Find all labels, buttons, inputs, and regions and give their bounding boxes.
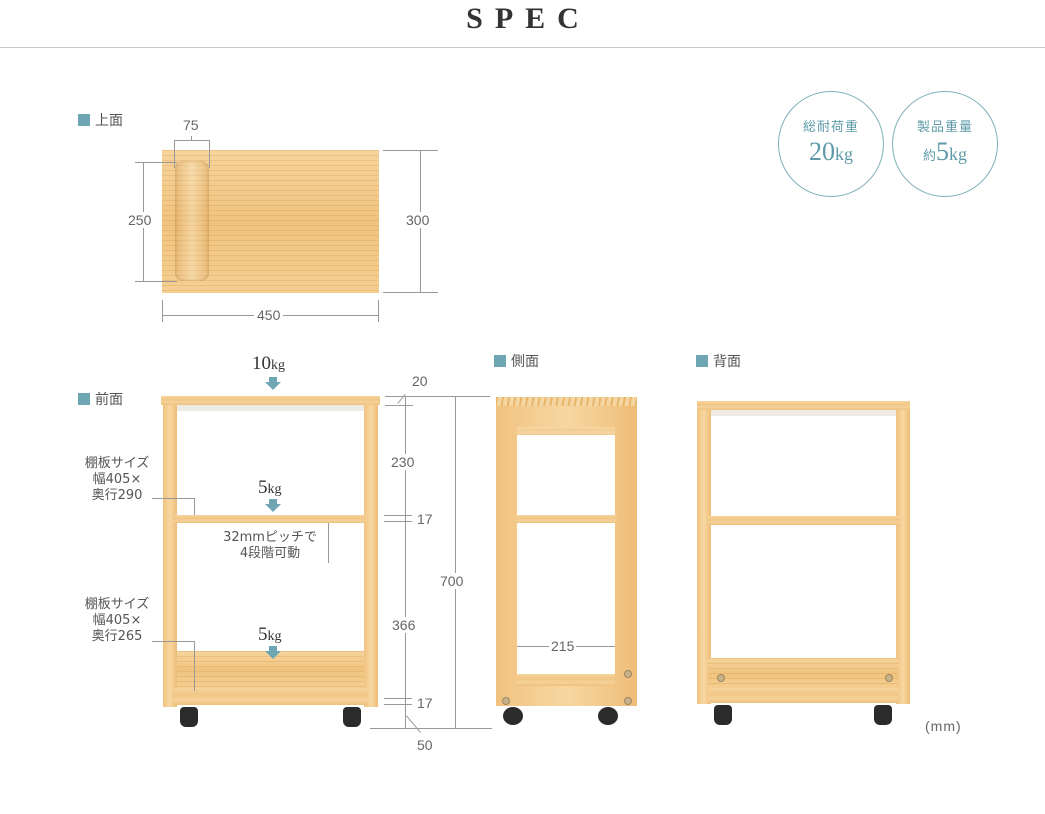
front-right-leg [364,405,378,707]
total-load-value: 20kg [809,137,853,166]
dim-caster-height: 50 [417,737,433,753]
caster-icon [874,705,892,725]
section-marker-icon [696,355,708,367]
load-middle: 5kg [258,477,282,498]
dim-inner-width: 215 [549,638,577,654]
back-middle-shelf [707,516,900,525]
back-bottom-rail [708,688,898,703]
back-top-board [697,401,910,410]
dim-line [378,300,379,322]
leader-line [152,498,194,499]
screw-icon [885,674,893,682]
caster-icon [598,707,618,725]
leader-line [194,498,195,515]
unit-note: (mm) [925,718,962,734]
load-top: 10kg [252,353,285,374]
front-middle-shelf [174,515,367,523]
screw-icon [502,697,510,705]
leader-line [194,641,195,691]
section-marker-icon [78,114,90,126]
side-middle-shelf [515,515,617,523]
caster-icon [503,707,523,725]
dim-line [191,136,192,140]
top-shadow [708,410,898,416]
dim-line [384,515,412,516]
dim-total-height: 700 [440,573,464,589]
dim-shelf-thickness-2: 17 [417,695,433,711]
back-right-leg [896,410,910,704]
dim-upper-gap: 230 [391,454,415,470]
down-arrow-icon [265,646,281,659]
total-load-label: 総耐荷重 [802,120,859,135]
front-top-board [161,396,380,405]
dim-depth: 300 [405,212,431,228]
screw-icon [717,674,725,682]
dim-lower-gap: 366 [392,617,416,633]
lower-shelf-size-note: 棚板サイズ 幅405× 奥行265 [84,597,150,644]
dim-line [455,396,456,729]
dim-line [174,140,210,141]
dim-shelf-thickness-1: 17 [417,511,433,527]
caster-icon [343,707,361,727]
adjustable-shelf-note: 32mmピッチで 4段階可動 [223,530,317,561]
leader-line [152,641,194,642]
top-view-board [162,150,379,293]
front-bottom-shelf [173,688,368,705]
dim-line [384,521,412,522]
back-left-leg [697,410,711,704]
side-view-label: 側面 [494,351,539,371]
section-marker-icon [78,393,90,405]
dim-line [406,715,421,733]
dim-top-thickness: 20 [412,373,428,389]
caster-icon [180,707,198,727]
top-shadow [172,405,369,411]
front-view-label: 前面 [78,389,123,409]
top-view-label: 上面 [78,110,123,130]
caster-icon [714,705,732,725]
title-divider [0,47,1045,48]
product-weight-label: 製品重量 [916,120,973,135]
total-load-badge: 総耐荷重 20kg [778,91,884,197]
down-arrow-icon [265,499,281,512]
dim-line [384,704,412,705]
side-top-rail [517,427,615,435]
back-bottom-panel [708,658,898,689]
side-top-board [496,397,637,406]
top-view-slot [175,161,209,281]
dim-line [384,698,412,699]
section-marker-icon [494,355,506,367]
page-title: SPEC [466,2,591,35]
upper-shelf-size-note: 棚板サイズ 幅405× 奥行290 [84,456,150,503]
product-weight-badge: 製品重量 約5kg [892,91,998,197]
dim-width: 450 [254,307,284,323]
dim-slot-length: 250 [127,212,153,228]
side-opening [517,427,615,675]
front-left-leg [163,405,177,707]
dim-line [385,396,490,397]
dim-line [135,162,177,163]
dim-slot-width: 75 [183,117,199,133]
dim-line [370,728,492,729]
dim-line [135,281,177,282]
side-bottom-rail [517,674,615,686]
dim-line [383,292,438,293]
leader-line [328,523,329,563]
dim-line [383,150,438,151]
dim-line [405,396,406,729]
screw-icon [624,670,632,678]
product-weight-value: 約5kg [922,137,967,166]
back-view-label: 背面 [696,351,741,371]
dim-line [162,300,163,322]
dim-line [209,140,210,168]
down-arrow-icon [265,377,281,390]
dim-line [174,140,175,168]
screw-icon [624,697,632,705]
load-bottom: 5kg [258,624,282,645]
dim-line [385,405,413,406]
